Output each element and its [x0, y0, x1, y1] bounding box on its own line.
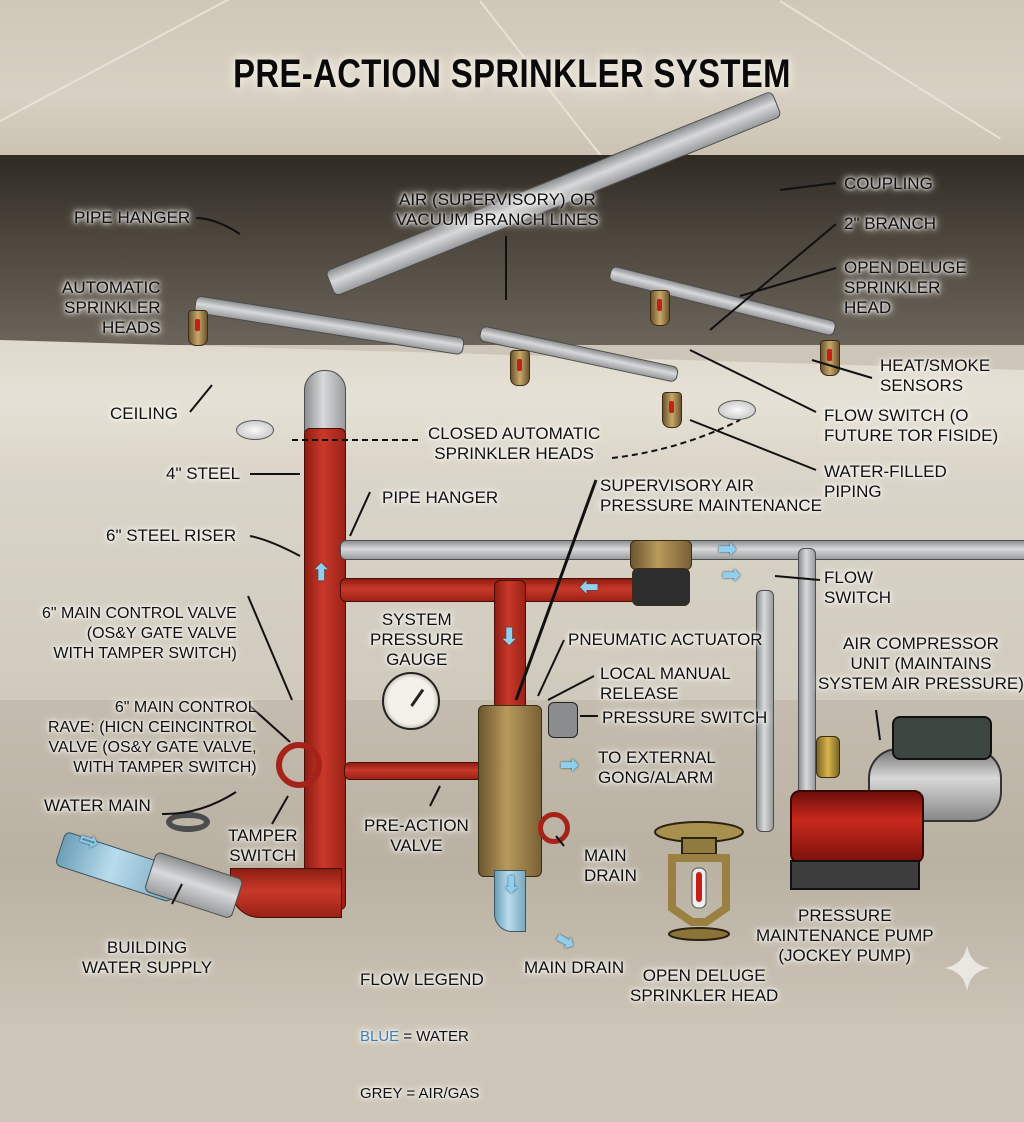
label-air-branch-lines: AIR (SUPERVISORY) OR VACUUM BRANCH LINES — [396, 190, 599, 229]
flow-arrow-right-icon: ➡ — [722, 562, 741, 587]
label-main-control-valve-1: 6" MAIN CONTROL VALVE (OS&Y GATE VALVE W… — [42, 605, 237, 662]
legend-key-blue: BLUE — [360, 1028, 400, 1045]
building-supply-valve-handwheel-icon — [166, 812, 210, 832]
pre-action-valve-body — [478, 705, 542, 877]
flow-legend-title: FLOW LEGEND — [360, 970, 484, 989]
flow-switch-body — [632, 568, 690, 606]
leader-lines — [161, 182, 881, 905]
label-closed-automatic-heads: CLOSED AUTOMATIC SPRINKLER HEADS — [428, 424, 601, 463]
label-coupling: COUPLING — [844, 174, 933, 193]
legend-value-air: = AIR/GAS — [402, 1085, 480, 1102]
six-inch-steel-riser — [304, 428, 346, 910]
label-main-drain-outlet: MAIN DRAIN — [524, 958, 625, 977]
label-open-deluge-head-bottom: OPEN DELUGE SPRINKLER HEAD — [630, 966, 779, 1005]
flow-legend: FLOW LEGEND BLUE = WATER GREY = AIR/GAS — [360, 932, 484, 1122]
open-deluge-sprinkler-head-icon — [654, 821, 744, 941]
label-flow-switch-right: FLOW SWITCH — [824, 568, 892, 607]
flow-arrow-down-icon: ⬇ — [500, 624, 519, 649]
label-system-pressure-gauge: SYSTEM PRESSURE GAUGE — [370, 610, 464, 669]
flow-arrow-right-icon: ➡ — [560, 752, 579, 777]
flow-arrow-up-icon: ⬆ — [312, 560, 331, 585]
label-supervisory-air: SUPERVISORY AIR PRESSURE MAINTENANCE — [600, 476, 822, 515]
flow-arrow-left-icon: ⬅ — [580, 574, 599, 599]
label-heat-smoke-sensors: HEAT/SMOKE SENSORS — [880, 356, 991, 395]
label-local-manual-release: LOCAL MANUAL RELEASE — [600, 664, 731, 703]
sparkle-icon — [944, 945, 990, 991]
label-water-filled-piping: WATER-FILLED PIPING — [824, 462, 947, 501]
label-automatic-sprinkler-heads: AUTOMATIC SPRINKLER HEADS — [62, 278, 161, 337]
flow-arrow-right-icon: ➡ — [718, 536, 737, 561]
legend-key-grey: GREY — [360, 1085, 403, 1102]
label-pressure-maintenance-pump: PRESSURE MAINTENANCE PUMP (JOCKEY PUMP) — [756, 906, 934, 965]
label-pipe-hanger-mid: PIPE HANGER — [382, 488, 499, 507]
flow-arrow-down-icon: ⬇ — [502, 872, 521, 897]
air-compressor-head-icon — [892, 716, 992, 760]
label-pre-action-valve: PRE-ACTION VALVE — [364, 816, 469, 855]
flow-legend-item-water: BLUE = WATER — [360, 1027, 484, 1046]
riser-elbow — [304, 370, 346, 432]
coupling-fitting — [630, 540, 692, 570]
water-feed-line — [340, 578, 642, 602]
label-ceiling: CEILING — [110, 404, 179, 423]
label-4-inch-steel: 4" STEEL — [166, 464, 241, 483]
legend-value-water: = WATER — [399, 1028, 469, 1045]
label-water-main: WATER MAIN — [44, 796, 151, 815]
main-control-valve-handwheel-icon — [276, 742, 322, 788]
label-air-compressor: AIR COMPRESSOR UNIT (MAINTAINS SYSTEM AI… — [818, 634, 1024, 693]
riser-base-elbow — [230, 868, 342, 918]
label-2-inch-branch: 2" BRANCH — [844, 214, 936, 233]
jockey-pump-base — [790, 860, 920, 890]
label-tamper-switch: TAMPER SWITCH — [228, 826, 298, 865]
page-title: PRE-ACTION SPRINKLER SYSTEM — [233, 52, 791, 96]
label-main-drain-valve: MAIN DRAIN — [584, 846, 637, 885]
system-pressure-gauge-icon — [382, 672, 440, 730]
label-open-deluge-head-top: OPEN DELUGE SPRINKLER HEAD — [844, 258, 967, 317]
smoke-detector-icon — [718, 400, 756, 420]
smoke-detector-icon — [236, 420, 274, 440]
air-valve-icon — [816, 736, 840, 778]
main-drain-valve-handwheel-icon — [538, 812, 570, 844]
label-to-external-gong: TO EXTERNAL GONG/ALARM — [598, 748, 716, 787]
label-building-water-supply: BUILDING WATER SUPPLY — [82, 938, 213, 977]
pressure-switch-box-icon — [548, 702, 578, 738]
ceiling-cavity — [0, 155, 1024, 345]
label-6-inch-steel-riser: 6" STEEL RISER — [106, 526, 237, 545]
label-main-control-valve-2: 6" MAIN CONTROL RAVE: (HICN CEINCINTROL … — [48, 699, 257, 776]
sprinkler-head-icon — [188, 310, 208, 346]
sprinkler-head-icon — [662, 392, 682, 428]
flow-legend-item-air: GREY = AIR/GAS — [360, 1084, 484, 1103]
label-pressure-switch: PRESSURE SWITCH — [602, 708, 768, 727]
ceiling-tiles-upper — [0, 0, 1024, 239]
jockey-pump-motor-icon — [790, 790, 924, 864]
compressor-air-line — [756, 590, 774, 832]
label-pneumatic-actuator: PNEUMATIC ACTUATOR — [568, 630, 763, 649]
sprinkler-head-icon — [510, 350, 530, 386]
main-drain-pipe — [494, 870, 526, 932]
label-flow-switch-top: FLOW SWITCH (O FUTURE TOR FISIDE) — [824, 406, 999, 445]
sprinkler-head-icon — [650, 290, 670, 326]
label-pipe-hanger-top: PIPE HANGER — [74, 208, 191, 227]
